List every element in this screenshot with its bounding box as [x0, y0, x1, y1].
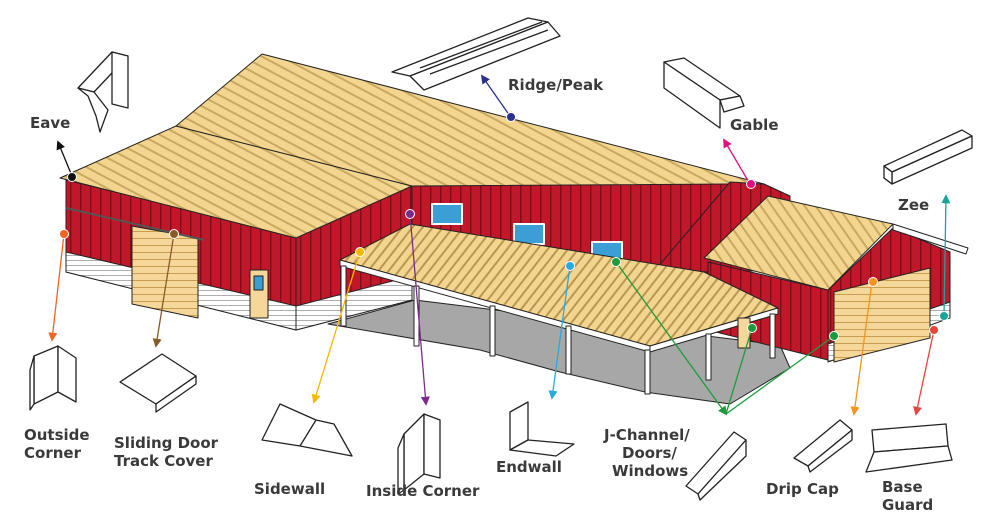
gable-leader: [723, 138, 751, 185]
sliding-door-track-cover-leader: [152, 233, 175, 348]
porch-column: [769, 313, 776, 359]
sliding-door-track-cover-label-line: Track Cover: [114, 452, 213, 470]
endwall-label: Endwall: [496, 458, 562, 476]
j-channel-leader-3: [725, 335, 835, 415]
zee-dot: [939, 311, 949, 321]
drip-cap-trim-icon: [793, 419, 853, 473]
building: [59, 53, 969, 405]
sliding-door-track-cover-label: Sliding Door Track Cover: [114, 434, 218, 470]
ridge-peak-trim-icon: [391, 17, 561, 91]
ridge-peak-label: Ridge/Peak: [508, 76, 604, 94]
j-channel-dot-3: [829, 331, 839, 341]
j-channel-dot-1: [611, 257, 621, 267]
endwall-leader: [548, 265, 571, 400]
left-wing-end-base: [295, 275, 413, 331]
endwall-dot: [565, 261, 575, 271]
inside-corner-label: Inside Corner: [366, 482, 480, 500]
inside-corner-leader: [409, 213, 430, 406]
inside-corner-dot: [405, 209, 415, 219]
porch-column: [340, 265, 347, 327]
sliding-door-track-cover-dot: [169, 229, 179, 239]
j-channel-leader-1: [615, 261, 728, 416]
outside-corner-label-line: Corner: [24, 444, 81, 462]
eave-trim-icon: [77, 51, 129, 133]
outside-corner-label: Outside Corner: [24, 426, 90, 462]
base-guard-dot: [929, 325, 939, 335]
outside-corner-label-line: Outside: [24, 426, 90, 444]
j-channel-label-line: J-Channel/: [604, 426, 690, 444]
sidewall-trim-icon: [261, 403, 353, 457]
base-guard-trim-icon: [865, 423, 953, 473]
inside-corner-trim-icon: [397, 413, 441, 495]
sidewall-dot: [355, 247, 365, 257]
gable-trim-icon: [663, 57, 745, 129]
j-channel-trim-icon: [685, 431, 747, 501]
porch-column: [565, 325, 572, 375]
trim-icons: [29, 17, 973, 501]
eave-label: Eave: [30, 114, 71, 132]
j-channel-dot-2: [747, 323, 757, 333]
outside-corner-dot: [59, 229, 69, 239]
zee-label: Zee: [898, 196, 930, 214]
outside-corner-trim-icon: [29, 345, 77, 411]
j-channel-leader-2: [725, 327, 753, 415]
porch-column: [644, 349, 651, 395]
callout-dots: [59, 112, 949, 341]
right-wing-gable-trim: [892, 223, 969, 255]
sliding-door-track-cover-label-line: Sliding Door: [114, 434, 219, 452]
sidewall-label: Sidewall: [254, 480, 326, 498]
drip-cap-label: Drip Cap: [766, 480, 839, 498]
base-guard-leader: [913, 329, 935, 416]
porch-column: [489, 305, 496, 357]
endwall-trim-icon: [509, 401, 575, 457]
ridge-peak-leader: [480, 74, 511, 117]
window-2: [513, 223, 545, 245]
outside-corner-leader: [48, 233, 65, 342]
side-door: [737, 317, 751, 349]
porch-column: [705, 333, 712, 381]
sidewall-leader: [311, 251, 361, 404]
ridge-peak-dot: [506, 112, 516, 122]
sliding-door: [131, 225, 199, 319]
drip-cap-leader: [850, 281, 873, 416]
callout-leaders: [48, 74, 951, 416]
j-channel-label-line: Doors/: [622, 444, 677, 462]
walk-door-window: [253, 275, 264, 291]
eave-dot: [67, 172, 77, 182]
j-channel-label-line: Windows: [612, 462, 689, 480]
base-guard-label-line: Guard: [882, 496, 934, 514]
zee-leader: [941, 194, 951, 317]
eave-leader: [56, 140, 73, 177]
drip-cap-dot: [868, 277, 878, 287]
window-1: [431, 203, 463, 225]
gable-label: Gable: [730, 116, 779, 134]
sliding-door-track-cover-icon: [119, 353, 197, 413]
sliding-door-track: [65, 207, 205, 241]
zee-trim-icon: [883, 129, 973, 185]
gable-dot: [746, 179, 756, 189]
base-guard-label-line: Base: [882, 478, 923, 496]
base-guard-label: Base Guard: [882, 478, 933, 514]
j-channel-label: J-Channel/ Doors/ Windows: [600, 426, 690, 480]
